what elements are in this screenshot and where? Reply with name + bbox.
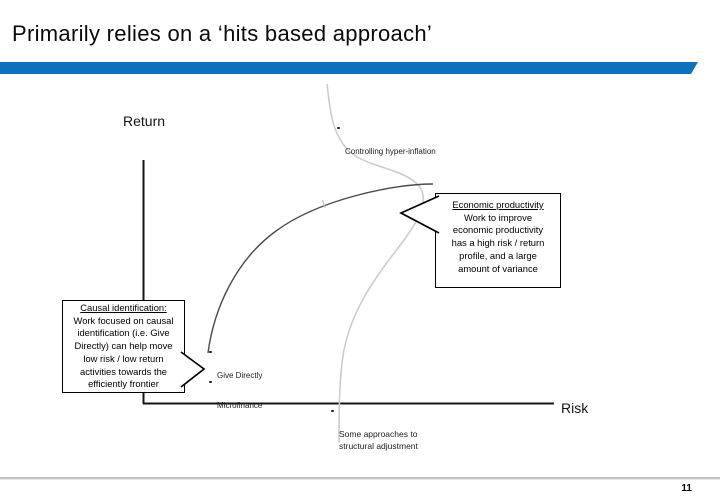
point-label: Microfinance: [217, 401, 263, 410]
callout-body: Work focused on causal identification (i…: [73, 314, 174, 390]
page-number: 11: [681, 483, 692, 494]
y-axis-label: Return: [123, 113, 166, 129]
bullet-dot: [209, 350, 212, 354]
callout-heading: Economic productivity: [452, 199, 544, 210]
callout-economic-productivity: Economic productivity Work to improve ec…: [435, 193, 561, 288]
point-give-directly: Give Directly: [209, 347, 263, 382]
page-title: Primarily relies on a ‘hits based approa…: [12, 21, 433, 46]
point-structural-adjustment: Some approaches to structural adjustment: [331, 406, 418, 452]
bullet-dot: [209, 380, 212, 384]
callout-causal-identification: Causal identification: Work focused on c…: [62, 300, 185, 393]
x-axis-label: Risk: [561, 400, 589, 416]
point-controlling-hyper-inflation: Controlling hyper-inflation: [337, 123, 436, 158]
frontier-tick-mark: [321, 199, 326, 209]
callout-body: Work to improve economic productivity ha…: [451, 211, 545, 274]
point-label: Give Directly: [217, 371, 263, 380]
point-label: Some approaches to structural adjustment: [339, 429, 418, 451]
bullet-dot: [337, 126, 340, 130]
efficient-frontier-curve: [207, 183, 434, 354]
title-accent-bar: [0, 62, 698, 74]
callout-heading: Causal identification:: [80, 302, 167, 313]
point-label: Controlling hyper-inflation: [345, 147, 436, 156]
point-microfinance: Microfinance: [209, 377, 263, 412]
bullet-dot: [331, 409, 334, 413]
footer-divider: [0, 477, 720, 480]
